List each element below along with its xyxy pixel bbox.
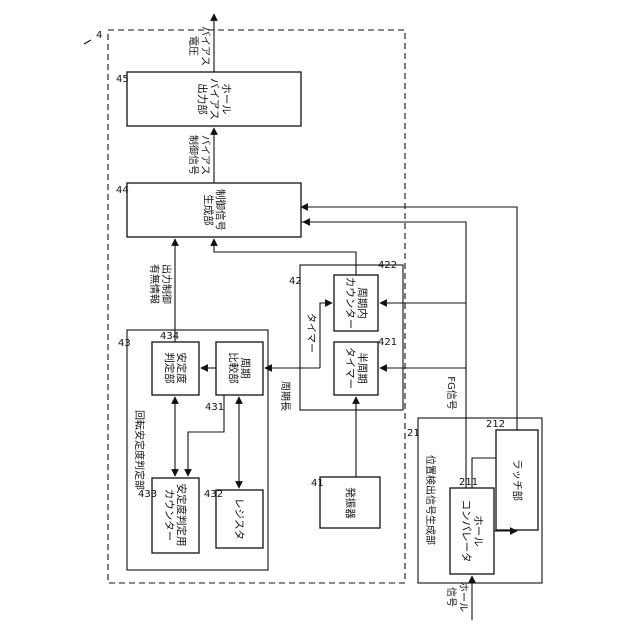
in-period-counter-ref: 422 bbox=[378, 260, 397, 271]
register-label: レジスタ bbox=[233, 498, 245, 540]
control-signal-gen-label: 制御信号生成部 bbox=[202, 189, 227, 231]
fg-signal-label: FG信号 bbox=[446, 376, 458, 410]
oscillator-label: 発振器 bbox=[344, 487, 357, 519]
stability-judge-label: 安定度判定部 bbox=[163, 352, 188, 384]
hall-bias-output-ref: 45 bbox=[116, 74, 129, 85]
hall-comparator-ref: 211 bbox=[459, 477, 478, 488]
latch-ref: 212 bbox=[486, 419, 505, 430]
period-length-label: 周期長 bbox=[280, 381, 292, 411]
period-comparator-ref: 431 bbox=[205, 402, 224, 413]
timer-label: タイマー bbox=[306, 313, 318, 353]
half-period-timer-ref: 421 bbox=[378, 337, 397, 348]
stability-counter-ref: 433 bbox=[138, 489, 157, 500]
oscillator-ref: 41 bbox=[311, 478, 324, 489]
bias-voltage-label: バイアス電圧 bbox=[188, 26, 212, 66]
stability-counter-label: 安定度判定用カウンター bbox=[163, 484, 188, 547]
position-signal-gen-ref: 21 bbox=[407, 428, 420, 439]
timer-ref: 42 bbox=[289, 276, 302, 287]
register-ref: 432 bbox=[204, 489, 223, 500]
stability-judge-ref: 434 bbox=[160, 331, 179, 342]
control-signal-gen-ref: 44 bbox=[116, 185, 129, 196]
bias-control-label: バイアス制御信号 bbox=[188, 135, 212, 175]
rotation-judge-label: 回転安定度判定部 bbox=[134, 410, 147, 490]
hall-signal-label: ホール信号 bbox=[446, 582, 470, 612]
rotation-judge-ref: 43 bbox=[118, 338, 131, 349]
counter-to-control-wire bbox=[214, 239, 356, 275]
device-ref: 4 bbox=[96, 30, 102, 41]
hall-bias-output-label: ホールバイアス出力部 bbox=[196, 78, 232, 120]
output-control-label: 出力制御有無情報 bbox=[149, 264, 174, 304]
position-signal-gen-label: 位置検出信号生成部 bbox=[425, 455, 438, 545]
timer-to-counter-wire bbox=[320, 303, 332, 368]
device-ref-leader bbox=[84, 40, 91, 44]
half-period-timer-label: 半周期タイマー bbox=[344, 347, 369, 389]
latch-label: ラッチ部 bbox=[511, 459, 524, 501]
